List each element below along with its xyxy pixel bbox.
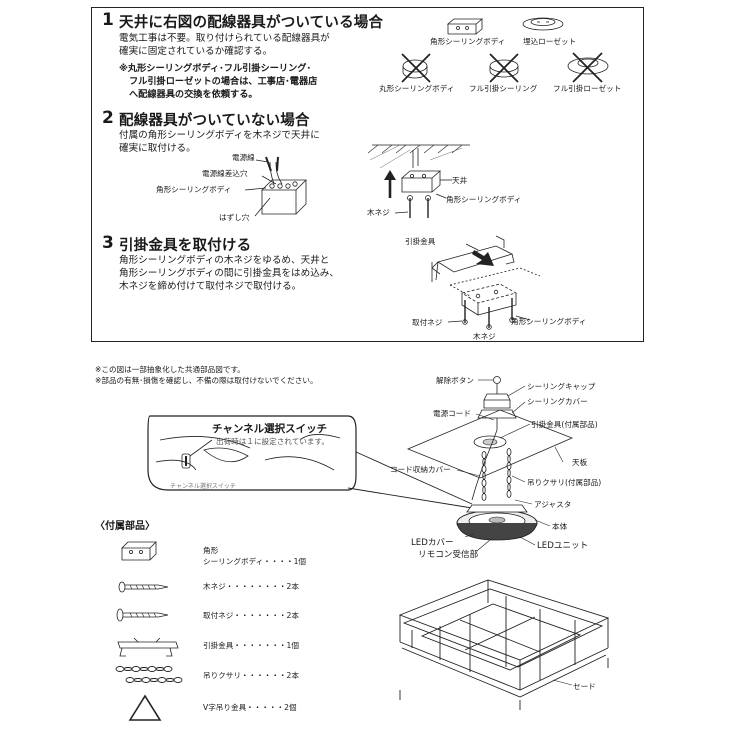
part-remote-receiver-label: リモコン受信部	[418, 550, 479, 560]
full-hook-ceiling-figure	[489, 53, 519, 83]
part-cord-cover-label: コード収納カバー	[390, 465, 451, 474]
part-shade-label: セード	[573, 682, 596, 691]
square-ceiling-body-figure	[446, 18, 484, 35]
fixture-ng-3-label: フル引掛ローゼット	[553, 84, 622, 93]
fig2-body-label: 角形シーリングボディ	[156, 185, 232, 194]
acc-item-3-label: 取付ネジ・・・・・・・2本	[203, 611, 299, 620]
step-2-body-line-2: 確実に取付ける。	[119, 143, 196, 154]
part-led-unit-label: LEDユニット	[537, 541, 589, 551]
switch-title: チャンネル選択スイッチ	[212, 423, 328, 435]
step-1-note-line-1: ※丸形シーリングボディ･フル引掛シーリング･	[119, 63, 312, 74]
acc-wood-screw-icon	[118, 581, 169, 593]
part-ceiling-cover-label: シーリングカバー	[527, 397, 588, 406]
chain-right	[506, 448, 512, 498]
fig2-ceiling-label: 天井	[452, 176, 468, 185]
fig2-wire-hole-label: 電源線差込穴	[202, 169, 248, 178]
round-ceiling-body-figure	[401, 53, 431, 83]
step-1-note-line-2: フル引掛ローゼットの場合は、工事店･電器店	[129, 76, 318, 87]
fig3-hook-bracket-label: 引掛金具	[405, 237, 436, 246]
fig3-body-label: 角形シーリングボディ	[511, 317, 587, 326]
step-2-body-line-1: 付属の角形シーリングボディを木ネジで天井に	[119, 130, 320, 141]
acc-item-5-label: 吊りクサリ・・・・・・2本	[203, 671, 299, 680]
svg-text:チャンネル選択スイッチ: チャンネル選択スイッチ	[170, 482, 236, 490]
part-ceiling-cap-label: シーリングキャップ	[527, 382, 596, 391]
step-1-body-line-1: 電気工事は不要。取り付けられている配線器具が	[119, 33, 330, 44]
fixture-ng-2-label: フル引掛シーリング	[469, 84, 538, 93]
fig2-power-wire-label: 電源線	[232, 153, 255, 162]
step-1-note-line-3: へ配線器具の交換を依頼する。	[129, 89, 258, 100]
acc-chain-icon	[115, 666, 183, 683]
full-hook-rosette-figure	[567, 52, 609, 83]
embedded-rosette-figure	[522, 17, 564, 31]
fig3-wood-screw-label: 木ネジ	[473, 332, 496, 341]
note-line-1: ※この図は一部抽象化した共通部品図です。	[95, 365, 245, 374]
acc-item-2-label: 木ネジ・・・・・・・・2本	[203, 582, 299, 591]
step-3-title: 引掛金具を取付ける	[119, 238, 252, 254]
fixture-ng-1-label: 丸形シーリングボディ	[379, 84, 455, 93]
step-3-number: 3	[102, 233, 114, 253]
ceiling-body-wiring-figure	[244, 156, 307, 217]
step-2-number: 2	[102, 108, 114, 128]
step-1-title: 天井に右図の配線器具がついている場合	[119, 15, 384, 31]
fig2-release-hole-label: はずし穴	[219, 213, 250, 222]
release-button	[493, 376, 501, 394]
acc-body-icon	[121, 541, 157, 561]
part-led-cover-label: LEDカバー	[411, 538, 454, 548]
note-line-2: ※部品の有無･損傷を確認し、不備の際は取付けないでください。	[95, 376, 318, 385]
fig2-body-right-label: 角形シーリングボディ	[446, 195, 522, 204]
fixture-ok-2-label: 埋込ローゼット	[523, 37, 577, 46]
acc-mount-screw-icon	[116, 608, 169, 622]
instruction-frame	[91, 7, 644, 342]
step-2-title: 配線器具がついていない場合	[119, 113, 310, 129]
part-adjuster-label: アジャスタ	[534, 500, 572, 509]
part-hook-bracket-label: 引掛金具(付属部品)	[531, 420, 598, 429]
accessories-title: 〈付属部品〉	[95, 521, 155, 532]
part-main-body-label: 本体	[552, 522, 568, 531]
step-3-body-line-3: 木ネジを締め付けて取付ネジで取付ける。	[119, 281, 302, 292]
part-release-button-label: 解除ボタン	[436, 376, 474, 385]
step-1-number: 1	[102, 10, 114, 30]
fixture-ok-1-label: 角形シーリングボディ	[430, 37, 506, 46]
acc-item-1-label: 角形 シーリングボディ・・・・1個	[203, 546, 307, 566]
acc-hook-bracket-icon	[117, 637, 179, 657]
step-1-body-line-2: 確実に固定されているか確認する。	[119, 46, 273, 57]
switch-subtitle: 出荷時は１に設定されています。	[216, 437, 329, 446]
step-3-body-line-1: 角形シーリングボディの木ネジをゆるめ、天井と	[119, 255, 330, 266]
acc-v-hook-icon	[128, 694, 162, 721]
part-chain-label: 吊りクサリ(付属部品)	[527, 478, 602, 487]
fig3-mount-screw-label: 取付ネジ	[412, 318, 443, 327]
part-power-cord-label: 電源コード	[433, 409, 471, 418]
part-top-plate-label: 天板	[572, 458, 588, 467]
step-3-body-line-2: 角形シーリングボディの間に引掛金具をはめ込み、	[119, 268, 339, 279]
hook-bracket-install-figure	[431, 235, 541, 330]
ceiling-mount-figure	[367, 144, 470, 218]
fig2-wood-screw-label: 木ネジ	[367, 208, 390, 217]
acc-item-4-label: 引掛金具・・・・・・・1個	[203, 641, 299, 650]
acc-item-6-label: V字吊り金具・・・・・2個	[203, 703, 297, 712]
